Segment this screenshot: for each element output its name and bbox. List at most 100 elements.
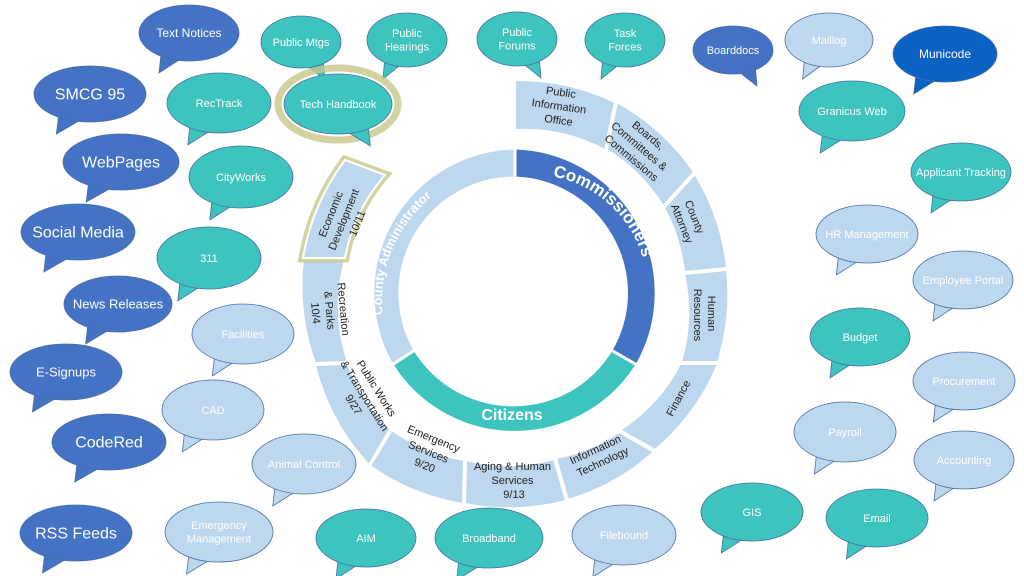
bubble-fill — [573, 506, 675, 564]
bubble-label-applicant-tracking: Applicant Tracking — [916, 167, 1006, 179]
org-ring: Commissioners County Administrator Citiz… — [297, 78, 730, 510]
bubble-fill — [64, 135, 178, 189]
bubble-label-email: Email — [863, 513, 891, 525]
bubble-fill — [811, 309, 909, 365]
bubble-n311[interactable]: 311 — [156, 226, 262, 302]
bubble-procurement[interactable]: Procurement — [912, 351, 1016, 423]
bubble-label-tech-handbook: Tech Handbook — [300, 99, 377, 111]
bubble-label-cad: CAD — [201, 405, 224, 417]
bubble-text-notices[interactable]: Text Notices — [138, 4, 240, 74]
segment-aging[interactable] — [463, 457, 568, 510]
bubble-e-signups[interactable]: E-Signups — [9, 343, 123, 413]
bubble-label-employee-portal: Employee Portal — [923, 275, 1004, 287]
bubble-fill — [168, 74, 270, 132]
segment-attorney[interactable] — [662, 172, 729, 274]
bubble-animal-control[interactable]: Animal Control — [251, 433, 357, 507]
bubble-employee-portal[interactable]: Employee Portal — [912, 250, 1014, 322]
bubble-fill — [795, 403, 895, 461]
segment-finance[interactable] — [618, 363, 720, 452]
bubble-fill — [140, 6, 238, 60]
citizens-label: Citizens — [481, 407, 542, 424]
bubble-label-webpages: WebPages — [82, 155, 160, 172]
bubble-label-hr-management: HR Management — [825, 229, 908, 241]
bubble-maillog[interactable]: Maillog — [784, 12, 874, 80]
bubble-granicus-web[interactable]: Granicus Web — [798, 80, 906, 154]
bubble-municode[interactable]: Municode — [892, 25, 998, 95]
bubble-accounting[interactable]: Accounting — [913, 430, 1015, 502]
bubble-fill — [35, 67, 145, 121]
bubble-budget[interactable]: Budget — [809, 307, 911, 379]
bubble-fill — [436, 509, 542, 567]
bubble-fill — [163, 381, 263, 439]
bubble-fill — [912, 144, 1010, 200]
ring-center — [402, 180, 628, 406]
bubble-label-rectrack: RecTrack — [196, 98, 243, 110]
bubble-label-smcg95: SMCG 95 — [55, 87, 125, 104]
bubble-social-media[interactable]: Social Media — [20, 203, 136, 273]
segment-emergency[interactable] — [368, 428, 466, 506]
bubble-label-budget: Budget — [843, 332, 878, 344]
bubble-fill — [827, 490, 927, 546]
bubble-gis[interactable]: GIS — [700, 482, 804, 554]
bubble-label-cityworks: CityWorks — [216, 172, 266, 184]
bubble-payroll[interactable]: Payroll — [793, 401, 897, 475]
bubble-fill — [22, 205, 134, 259]
bubble-fill — [285, 75, 391, 133]
bubble-email[interactable]: Email — [825, 488, 929, 560]
bubble-label-public-mtgs: Public Mtgs — [273, 37, 330, 49]
bubble-rss-feeds[interactable]: RSS Feeds — [19, 504, 133, 574]
bubble-label-municode: Municode — [919, 47, 971, 61]
bubble-rectrack[interactable]: RecTrack — [166, 72, 272, 146]
bubble-fill — [694, 27, 772, 73]
bubble-fill — [193, 305, 293, 363]
bubble-webpages[interactable]: WebPages — [62, 133, 180, 203]
bubble-fill — [368, 14, 446, 66]
bubble-boarddocs[interactable]: Boarddocs — [692, 25, 774, 87]
bubble-fill — [21, 506, 131, 560]
bubble-label-procurement: Procurement — [933, 376, 996, 388]
bubble-highlight — [274, 64, 402, 144]
recreation-label: Recreation & Parks 10/4 — [307, 282, 352, 342]
segment-boards[interactable] — [605, 100, 696, 208]
segment-public-works[interactable] — [313, 362, 392, 467]
bubble-broadband[interactable]: Broadband — [434, 507, 544, 576]
bubble-fill — [800, 82, 904, 140]
bubble-label-social-media: Social Media — [32, 225, 124, 242]
bubble-cityworks[interactable]: CityWorks — [188, 145, 294, 221]
bubble-fill — [914, 353, 1014, 409]
bubble-fill — [478, 13, 556, 65]
bubble-codered[interactable]: CodeRed — [51, 413, 167, 483]
bubble-fill — [65, 277, 171, 331]
bubble-applicant-tracking[interactable]: Applicant Tracking — [910, 142, 1012, 214]
segment-it[interactable] — [554, 430, 656, 502]
bubble-label-payroll: Payroll — [828, 427, 862, 439]
bubble-label-boarddocs: Boarddocs — [707, 45, 760, 57]
bubble-news-releases[interactable]: News Releases — [63, 275, 173, 345]
bubble-smcg95[interactable]: SMCG 95 — [33, 65, 147, 135]
bubble-tech-handbook[interactable]: Tech Handbook — [274, 64, 402, 147]
bubble-fill — [166, 503, 272, 561]
segment-econ-dev[interactable] — [301, 158, 387, 259]
bubble-label-animal-control: Animal Control — [268, 459, 340, 471]
bubble-hr-management[interactable]: HR Management — [815, 204, 919, 276]
segment-pio[interactable] — [514, 78, 617, 152]
bubble-public-mtgs[interactable]: Public Mtgs — [260, 15, 342, 81]
segment-hr[interactable] — [679, 268, 730, 363]
bubble-label-facilities: Facilities — [222, 329, 265, 341]
bubble-filebound[interactable]: Filebound — [571, 504, 677, 576]
bubble-label-codered: CodeRed — [75, 435, 143, 452]
bubble-cad[interactable]: CAD — [161, 379, 265, 453]
bubble-label-gis: GIS — [743, 507, 762, 519]
bubble-facilities[interactable]: Facilities — [191, 303, 295, 377]
bubble-aim[interactable]: AIM — [315, 508, 417, 576]
bubble-fill — [586, 14, 664, 66]
bubble-label-news-releases: News Releases — [73, 297, 164, 312]
